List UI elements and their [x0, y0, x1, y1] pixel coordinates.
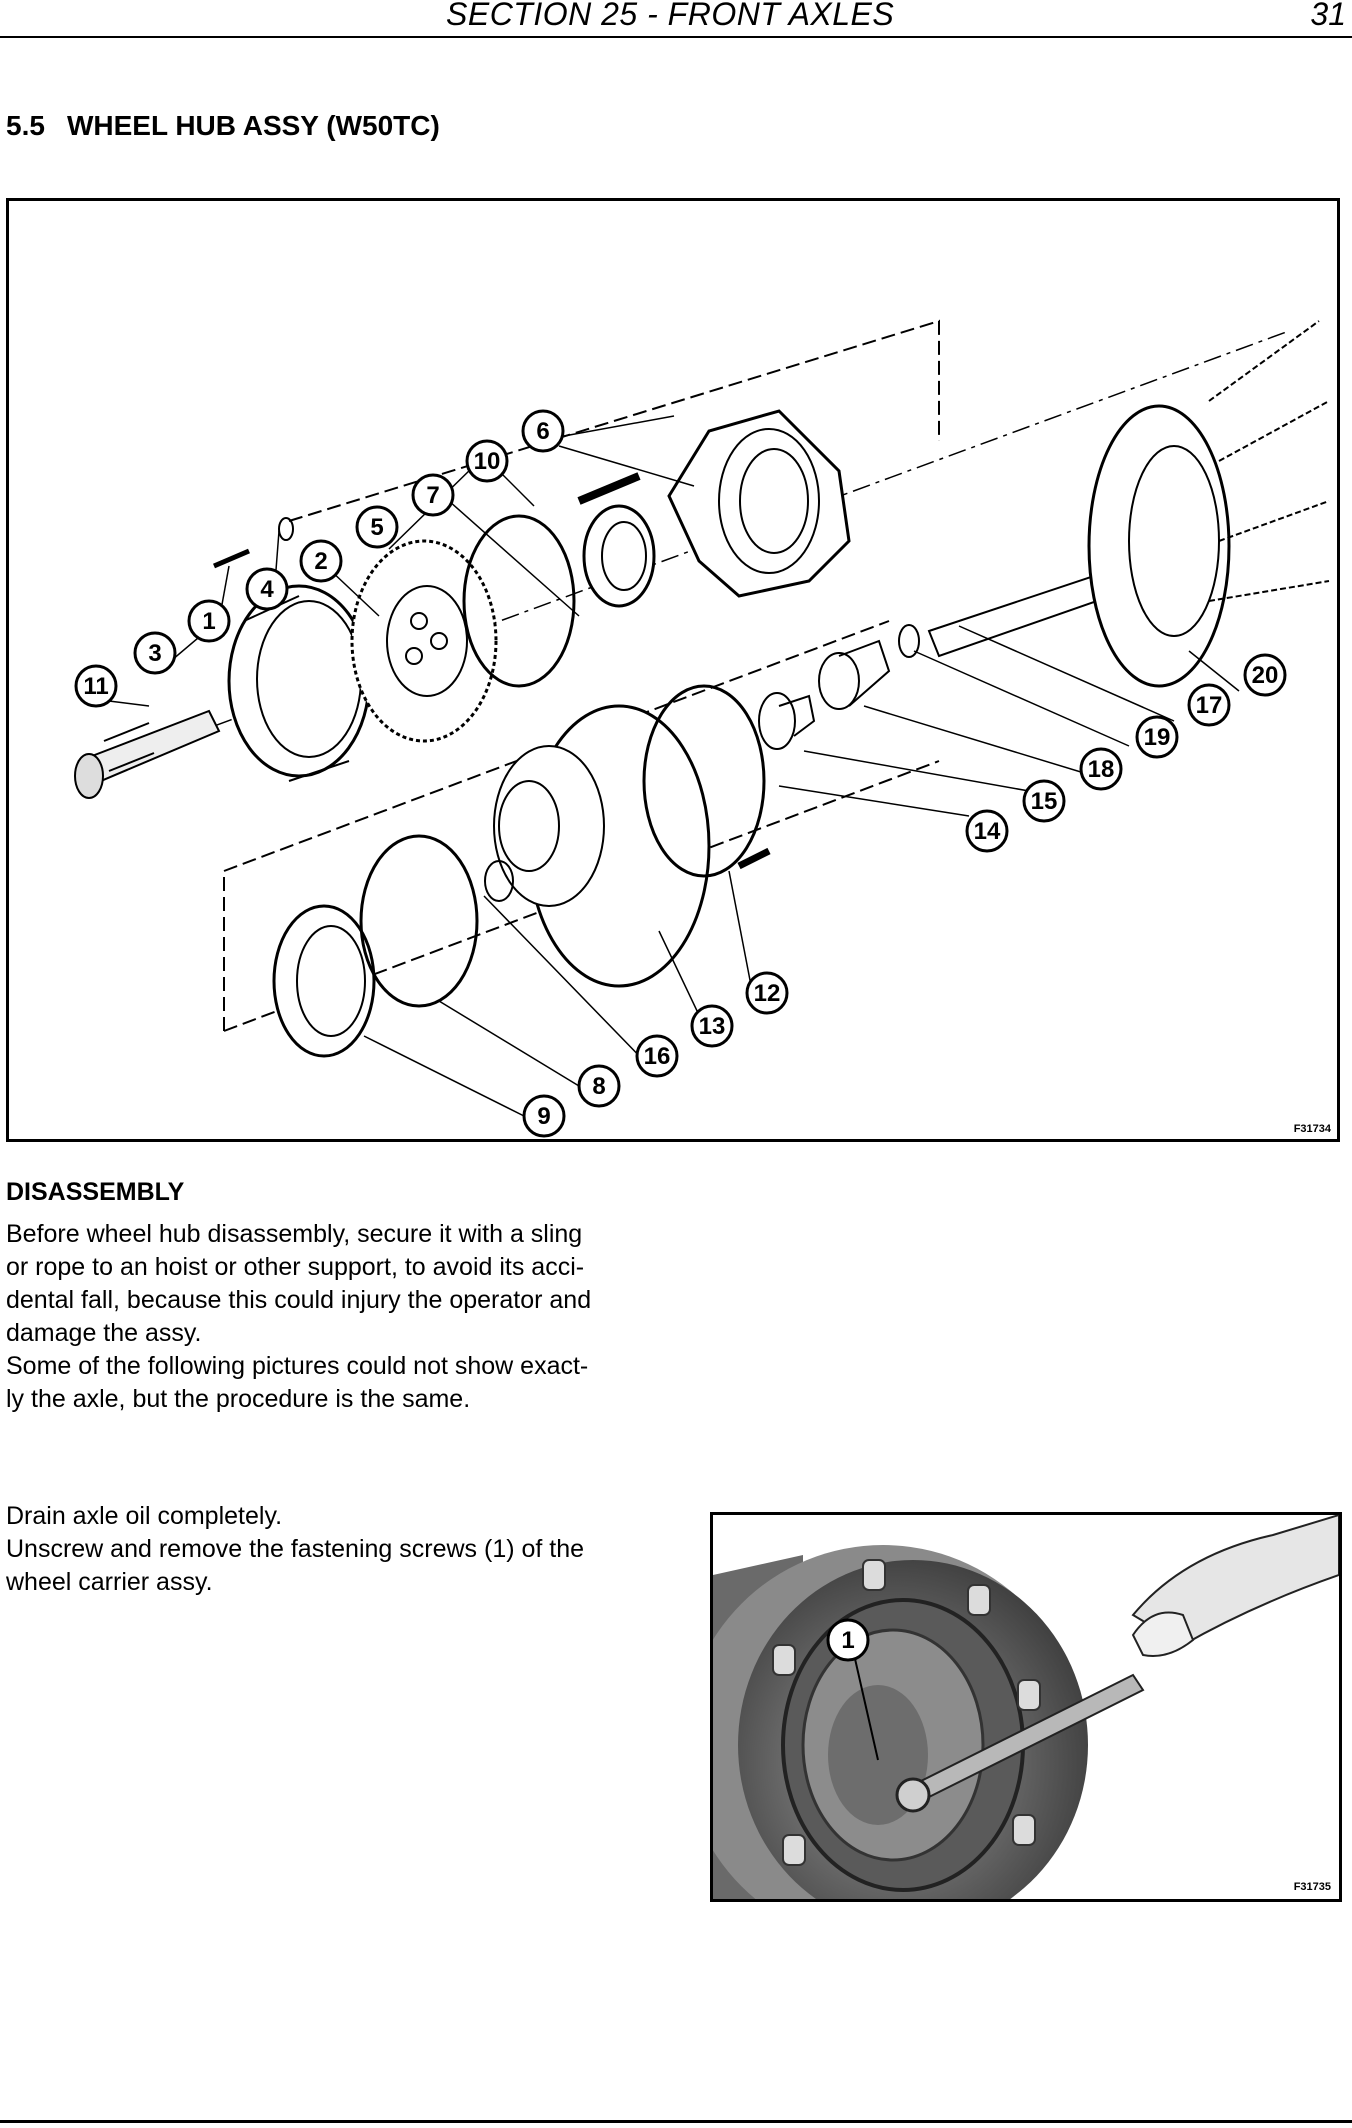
shaft-11 — [74, 709, 221, 799]
exploded-view-drawing: 11 3 1 4 2 5 7 10 6 9 8 16 13 12 14 15 1… — [74, 319, 1330, 1138]
text-line: Unscrew and remove the fastening screws … — [6, 1535, 585, 1563]
callout-10: 10 — [465, 439, 509, 483]
callout-14: 14 — [965, 809, 1009, 853]
svg-text:14: 14 — [974, 818, 1001, 845]
callout-20: 20 — [1243, 653, 1287, 697]
disassembly-text: Before wheel hub disassembly, secure it … — [6, 1218, 646, 1416]
callout-2: 2 — [299, 539, 343, 583]
callout-11: 11 — [74, 664, 118, 708]
ring-gear-3 — [227, 584, 371, 782]
svg-text:12: 12 — [754, 980, 781, 1007]
callout-6: 6 — [521, 409, 565, 453]
text-line: damage the assy. — [6, 1319, 202, 1347]
section-number: 5.5 — [6, 110, 45, 141]
svg-text:19: 19 — [1144, 724, 1171, 751]
text-line: Drain axle oil completely. — [6, 1502, 283, 1530]
callout-18: 18 — [1079, 747, 1123, 791]
svg-text:2: 2 — [314, 548, 327, 575]
text-line: wheel carrier assy. — [6, 1568, 213, 1596]
callout-9: 9 — [522, 1094, 566, 1138]
callout-7: 7 — [411, 473, 455, 517]
svg-text:1: 1 — [202, 608, 215, 635]
hub-carrier-2 — [350, 539, 498, 743]
svg-text:15: 15 — [1031, 788, 1058, 815]
svg-text:6: 6 — [536, 418, 549, 445]
text-line: Before wheel hub disassembly, secure it … — [6, 1220, 583, 1248]
photo-figure: 1 F31735 — [710, 1512, 1342, 1902]
svg-text:3: 3 — [148, 640, 161, 667]
callout-12: 12 — [745, 971, 789, 1015]
svg-text:10: 10 — [474, 448, 501, 475]
disassembly-heading: DISASSEMBLY — [6, 1178, 185, 1206]
section-heading: 5.5 WHEEL HUB ASSY (W50TC) — [6, 110, 440, 142]
wheel-hub-photo: 1 — [713, 1515, 1339, 1899]
svg-text:20: 20 — [1252, 662, 1279, 689]
step-text: Drain axle oil completely. Unscrew and r… — [6, 1500, 646, 1599]
callout-5: 5 — [355, 505, 399, 549]
svg-text:18: 18 — [1088, 756, 1115, 783]
section-title: SECTION 25 - FRONT AXLES — [446, 0, 895, 32]
callout-15: 15 — [1022, 779, 1066, 823]
photo-code: F31735 — [1293, 1881, 1331, 1893]
photo-callout-1: 1 — [841, 1627, 854, 1654]
callout-19: 19 — [1135, 715, 1179, 759]
callout-4: 4 — [245, 567, 289, 611]
figure-code: F31734 — [1293, 1123, 1331, 1135]
flange-6 — [667, 409, 851, 598]
svg-text:7: 7 — [426, 482, 439, 509]
svg-text:13: 13 — [699, 1013, 726, 1040]
page-header: SECTION 25 - FRONT AXLES 31 — [0, 0, 1352, 38]
hub-13 — [493, 704, 711, 988]
svg-text:11: 11 — [83, 673, 108, 700]
callout-13: 13 — [690, 1004, 734, 1048]
exploded-view-figure: 11 3 1 4 2 5 7 10 6 9 8 16 13 12 14 15 1… — [6, 198, 1340, 1142]
axle-flange-20 — [1087, 404, 1231, 688]
callout-17: 17 — [1187, 683, 1231, 727]
callout-3: 3 — [133, 631, 177, 675]
section-heading-text: WHEEL HUB ASSY (W50TC) — [66, 110, 440, 141]
svg-text:9: 9 — [537, 1103, 550, 1130]
svg-text:4: 4 — [260, 576, 274, 603]
svg-text:16: 16 — [644, 1043, 671, 1070]
callout-labels: 11 3 1 4 2 5 7 10 6 9 8 16 13 12 14 15 1… — [74, 409, 1287, 1138]
text-line: ly the axle, but the procedure is the sa… — [6, 1385, 471, 1413]
text-line: dental fall, because this could injury t… — [6, 1286, 592, 1314]
callout-16: 16 — [635, 1034, 679, 1078]
footer-rule — [0, 2120, 1352, 2123]
text-line: Some of the following pictures could not… — [6, 1352, 589, 1380]
page-number: 31 — [1310, 0, 1346, 32]
callout-1: 1 — [187, 599, 231, 643]
bearing-7 — [582, 504, 656, 608]
svg-text:17: 17 — [1196, 692, 1223, 719]
callout-8: 8 — [577, 1064, 621, 1108]
svg-text:8: 8 — [592, 1073, 605, 1100]
svg-text:5: 5 — [370, 514, 383, 541]
text-line: or rope to an hoist or other support, to… — [6, 1253, 585, 1281]
